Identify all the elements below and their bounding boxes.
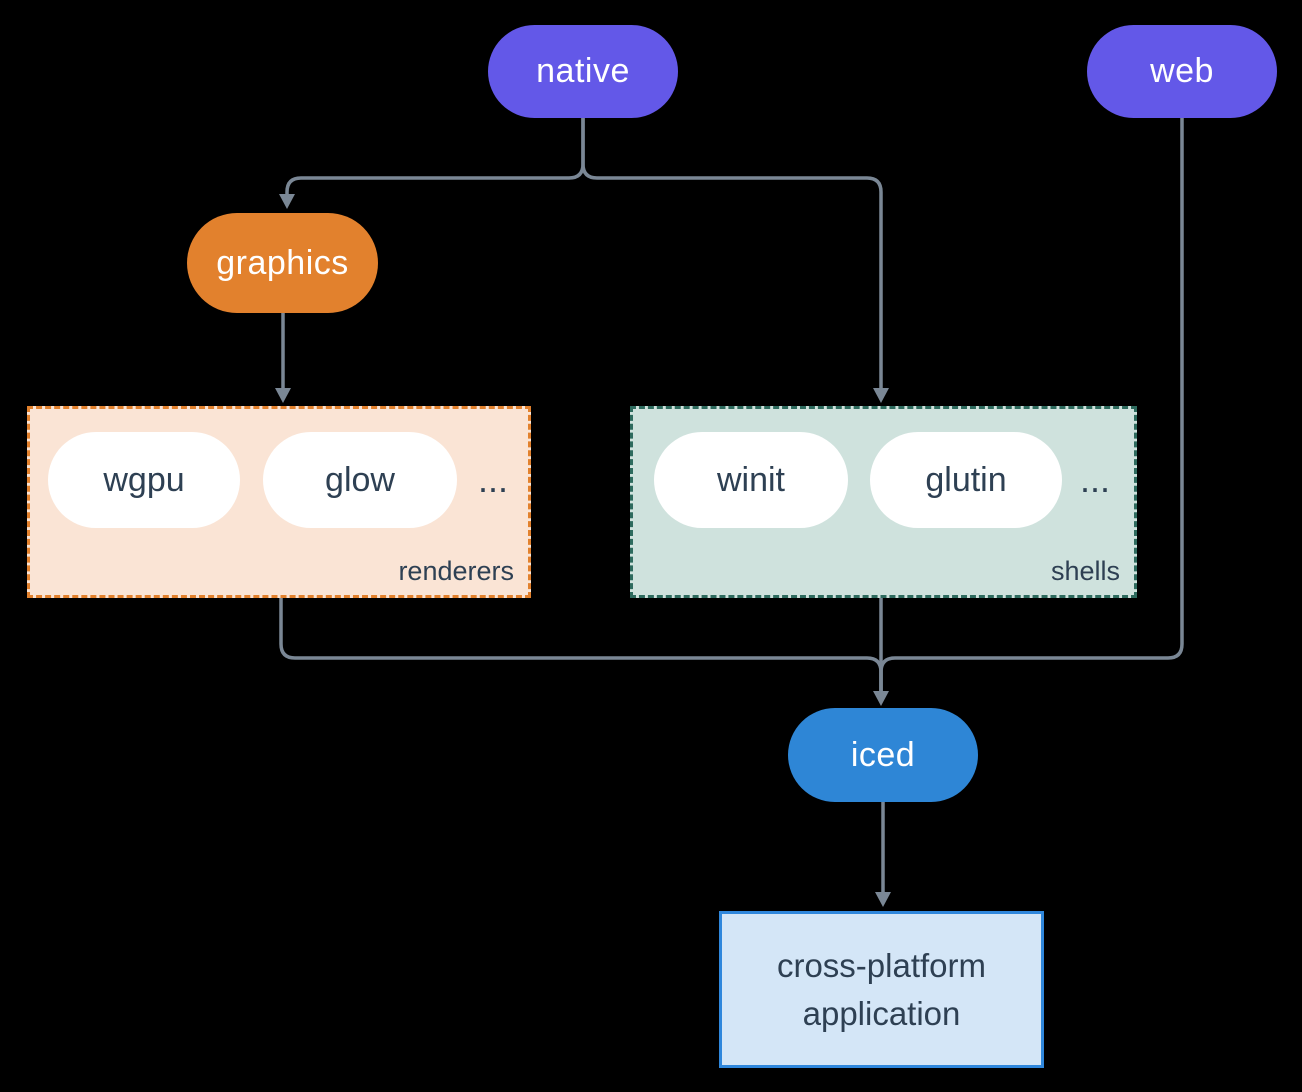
node-iced: iced [788,708,978,802]
node-web-label: web [1150,52,1214,90]
shells-group-label: shells [1050,556,1120,586]
node-winit: winit [654,432,848,528]
edge-native-to-shells [581,116,883,390]
renderers-ellipsis: ... [477,459,508,500]
application-label-line1: cross-platform [776,946,987,984]
node-glow-label: glow [325,460,395,499]
node-glow: glow [263,432,457,528]
arrowhead-icon [873,691,889,706]
arrowhead-icon [875,892,891,907]
node-graphics: graphics [187,213,378,313]
node-winit-label: winit [716,460,786,499]
node-native: native [488,25,678,118]
shells-ellipsis: ... [1079,459,1110,500]
node-glutin: glutin [870,432,1062,528]
node-graphics-label: graphics [216,243,349,282]
node-iced-label: iced [850,735,916,774]
group-shells: winit glutin ... shells [630,406,1137,598]
node-native-label: native [536,52,630,90]
arrowhead-icon [275,388,291,403]
node-web: web [1087,25,1277,118]
group-renderers: wgpu glow ... renderers [27,406,531,598]
node-cross-platform-application: cross-platform application [719,911,1044,1068]
arrowhead-icon [279,194,295,209]
edge-renderers-to-iced [279,596,883,693]
renderers-group-label: renderers [398,556,514,586]
node-wgpu: wgpu [48,432,240,528]
application-label-line2: application [802,994,961,1032]
node-wgpu-label: wgpu [103,460,185,499]
arrowhead-icon [873,388,889,403]
edge-native-to-graphics [285,116,585,196]
node-glutin-label: glutin [925,460,1007,499]
edge-web-to-iced [879,116,1184,693]
